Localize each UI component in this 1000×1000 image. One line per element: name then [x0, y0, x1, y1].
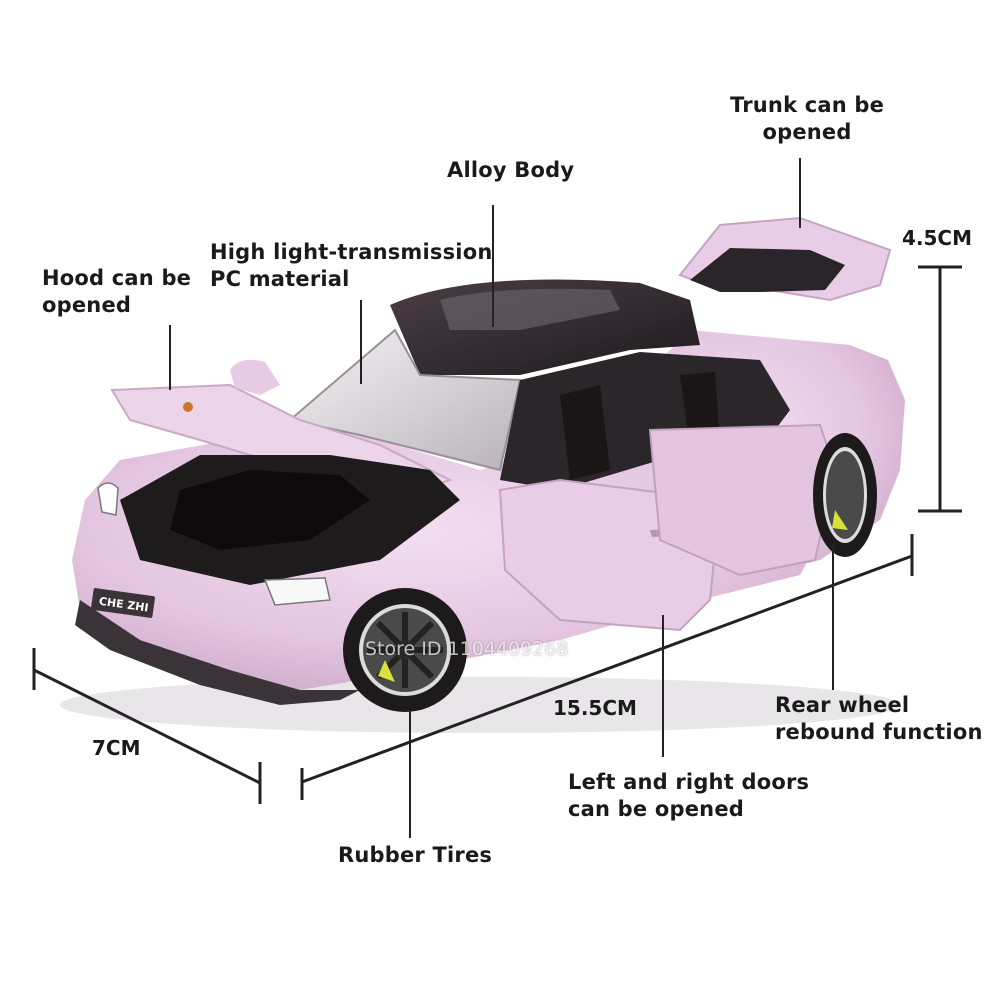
headlight-right [263, 577, 331, 606]
trunk-lid-inner [690, 248, 845, 292]
seat [560, 385, 610, 480]
label-pc-material: High light-transmission PC material [210, 240, 493, 291]
frunk-liner [170, 470, 370, 550]
headlight-left [97, 482, 119, 516]
width-dimension [32, 648, 262, 804]
lower-skirt [75, 600, 360, 705]
annotation-lines [169, 158, 834, 838]
label-hood: Hood can be opened [42, 266, 192, 317]
store-watermark: Store ID 1104409268 [365, 638, 569, 660]
side-mirror [230, 359, 280, 395]
rear-wheel [813, 433, 877, 557]
width-label: 7CM [92, 736, 141, 760]
label-tires: Rubber Tires [338, 843, 493, 867]
hood-emblem [183, 402, 193, 412]
label-rear-wheel: Rear wheel rebound function [775, 693, 983, 744]
windshield [287, 328, 522, 472]
height-label: 4.5CM [902, 226, 973, 250]
label-trunk: Trunk can be opened [730, 93, 885, 144]
license-plate [91, 588, 155, 618]
length-dimension [300, 534, 914, 800]
label-doors: Left and right doors can be opened [568, 770, 810, 821]
height-dimension [918, 265, 962, 513]
label-alloy-body: Alloy Body [447, 158, 575, 182]
sunroof-glass [440, 288, 620, 330]
length-label: 15.5CM [553, 696, 637, 720]
ground-shadow [60, 677, 900, 733]
front-wheel [343, 588, 467, 712]
open-rear-door [648, 423, 837, 577]
